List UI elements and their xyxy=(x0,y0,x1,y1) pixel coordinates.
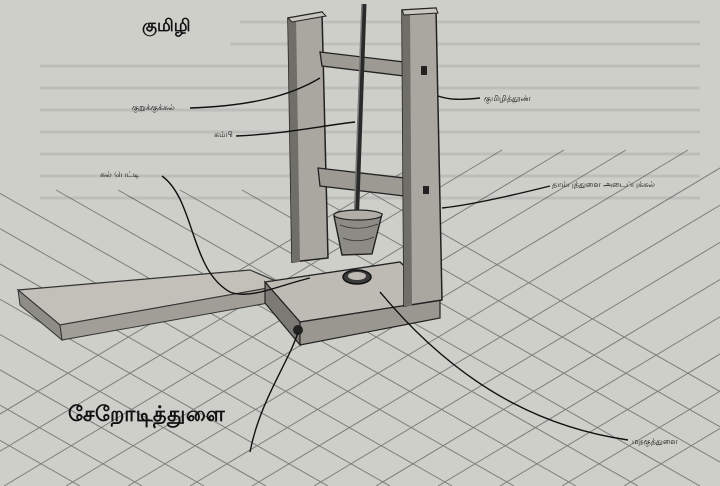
label-plug-stone: தாம்புத்துளை அடைப்புக்கல் xyxy=(552,180,655,189)
label-sluice-pillar: குமிழித்தூண் xyxy=(484,94,531,103)
label-cross-stone: குறுக்குக்கல் xyxy=(132,103,175,112)
silt-outlet-hole xyxy=(293,325,303,335)
stone-platform xyxy=(16,269,288,342)
right-pillar xyxy=(401,7,443,307)
left-pillar xyxy=(286,11,329,263)
label-sluice-hole: மதகுத்துளை xyxy=(632,437,678,446)
stone-box xyxy=(263,261,442,347)
diagram-title: குமிழி xyxy=(142,16,191,36)
label-stone-box: கல் பெட்டி xyxy=(100,170,140,179)
leader-lines xyxy=(161,77,629,453)
label-rod: கம்பி xyxy=(214,130,233,139)
plug-stone xyxy=(333,209,383,256)
silt-outlet-caption: சேறோடித்துளை xyxy=(68,402,226,426)
rod xyxy=(353,3,367,231)
